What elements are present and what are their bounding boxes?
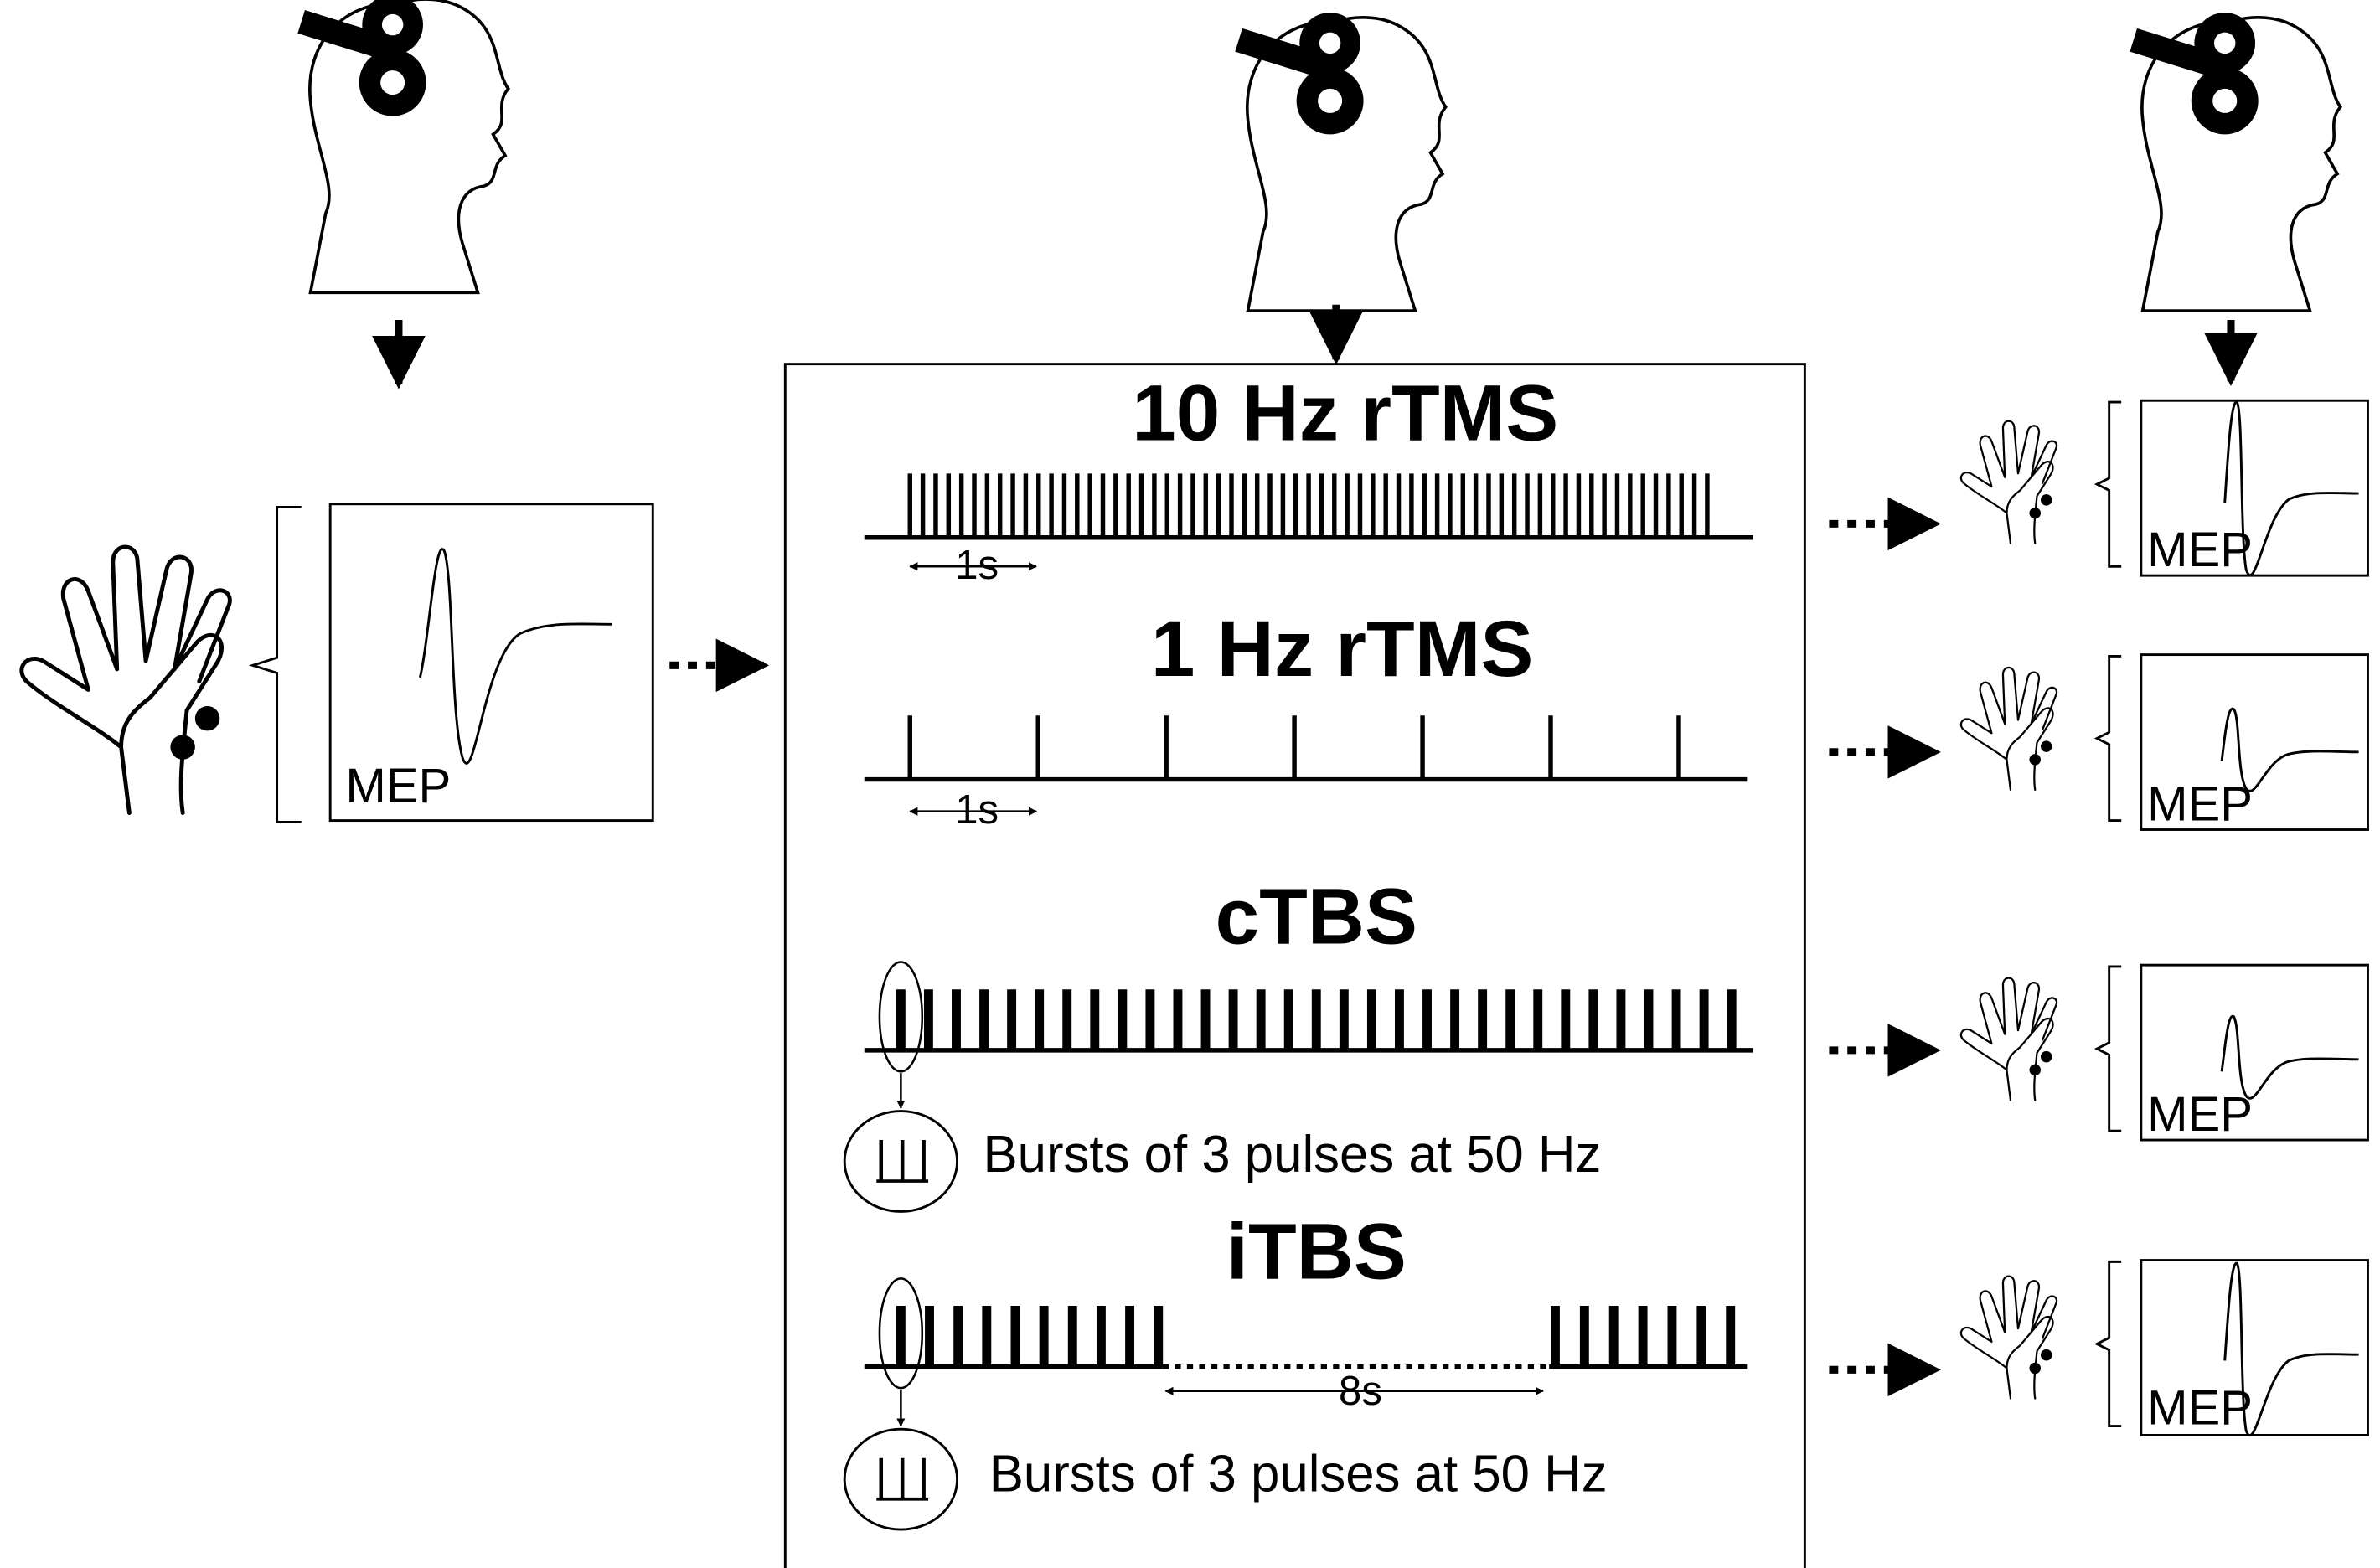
burst-note-ctbs: Bursts of 3 pulses at 50 Hz	[983, 1126, 1601, 1184]
mep-waveform-ctbs	[2220, 1014, 2359, 1100]
burst-highlight-ctbs	[878, 961, 924, 1073]
hand-with-electrodes-icon-10hz	[1959, 420, 2058, 544]
protocol-title-1hz: 1 Hz rTMS	[1151, 605, 1534, 694]
mep-label-itbs: MEP	[2147, 1381, 2253, 1436]
head-coil-icon-baseline	[302, 0, 509, 292]
head-coil-icon-stimulation	[1239, 13, 1446, 311]
burst-highlight-itbs	[878, 1277, 924, 1390]
protocol-title-itbs: iTBS	[1226, 1207, 1407, 1296]
pulse-train-ctbs	[896, 989, 1737, 1050]
bracket-1hz	[2095, 654, 2123, 823]
protocol-title-ctbs: cTBS	[1216, 873, 1417, 962]
interval-label-10hz: 1s	[955, 543, 999, 588]
bracket-ctbs	[2095, 965, 2123, 1132]
mep-waveform-1hz	[2220, 707, 2359, 792]
hand-with-electrodes-icon-1hz	[1959, 666, 2058, 792]
mep-waveform-itbs	[2223, 1261, 2359, 1437]
mep-label-1hz: MEP	[2147, 777, 2253, 832]
burst-zoom-icon-itbs	[843, 1427, 959, 1531]
burst-zoom-icon-ctbs	[843, 1110, 959, 1213]
burst-note-itbs: Bursts of 3 pulses at 50 Hz	[989, 1446, 1608, 1504]
mep-box-baseline	[328, 503, 654, 823]
bracket-10hz	[2095, 400, 2123, 568]
bracket	[248, 505, 302, 823]
protocols-panel	[783, 363, 1806, 1568]
pulse-train-10hz	[907, 473, 1710, 538]
mep-box-10hz	[2140, 399, 2369, 577]
mep-waveform-baseline	[418, 548, 612, 765]
mep-box-1hz	[2140, 653, 2369, 831]
mep-box-ctbs	[2140, 963, 2369, 1142]
mep-label-ctbs: MEP	[2147, 1087, 2253, 1142]
hand-with-electrodes-icon-itbs	[1959, 1275, 2058, 1400]
mep-waveform-10hz	[2223, 400, 2359, 577]
protocol-title-10hz: 10 Hz rTMS	[1132, 369, 1558, 457]
mep-label-10hz: MEP	[2147, 523, 2253, 577]
head-coil-icon-post	[2134, 13, 2341, 311]
mep-label-baseline: MEP	[345, 759, 451, 813]
interval-label-1hz: 1s	[955, 787, 999, 833]
gap-label-itbs: 8s	[1339, 1369, 1382, 1414]
pulse-train-itbs	[896, 1306, 1736, 1367]
hand-with-electrodes-icon-ctbs	[1959, 977, 2058, 1101]
mep-box-itbs	[2140, 1259, 2369, 1436]
hand-with-electrodes-icon-baseline	[22, 547, 230, 813]
pulse-train-1hz	[907, 715, 1681, 780]
bracket-itbs	[2095, 1260, 2123, 1428]
